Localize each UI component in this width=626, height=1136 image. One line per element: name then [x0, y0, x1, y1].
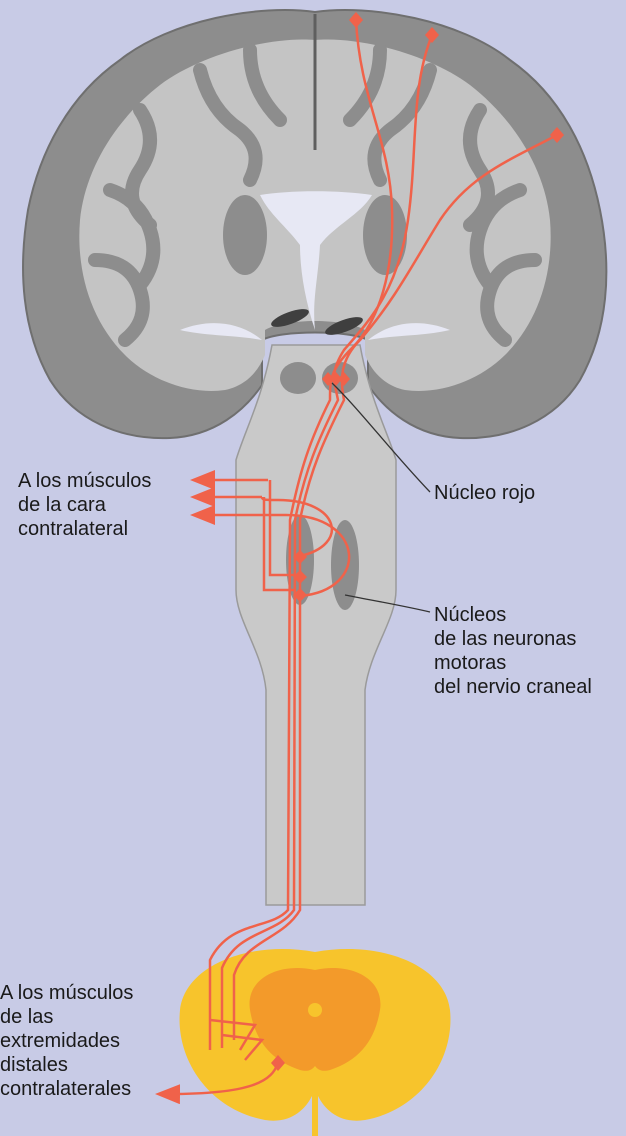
limb-muscles-label: A los músculos de las extremidades dista…: [0, 981, 133, 1101]
limb-muscles-line-3: extremidades: [0, 1029, 133, 1053]
cranial-nuclei-line-1: Núcleos: [434, 603, 592, 627]
red-nucleus-label: Núcleo rojo: [434, 481, 535, 505]
limb-muscles-line-5: contralaterales: [0, 1077, 133, 1101]
face-muscles-line-1: A los músculos: [18, 469, 151, 493]
cranial-nuclei-line-2: de las neuronas: [434, 627, 592, 651]
limb-muscles-line-4: distales: [0, 1053, 133, 1077]
face-muscles-line-2: de la cara: [18, 493, 151, 517]
face-muscles-line-3: contralateral: [18, 517, 151, 541]
spinal-cord: [180, 949, 451, 1136]
cranial-nuclei-line-4: del nervio craneal: [434, 675, 592, 699]
face-muscles-label: A los músculos de la cara contralateral: [18, 469, 151, 541]
limb-muscles-line-2: de las: [0, 1005, 133, 1029]
limb-muscles-line-1: A los músculos: [0, 981, 133, 1005]
cranial-nuclei-label: Núcleos de las neuronas motoras del nerv…: [434, 603, 592, 699]
cranial-nuclei-line-3: motoras: [434, 651, 592, 675]
red-nucleus-line-1: Núcleo rojo: [434, 481, 535, 505]
